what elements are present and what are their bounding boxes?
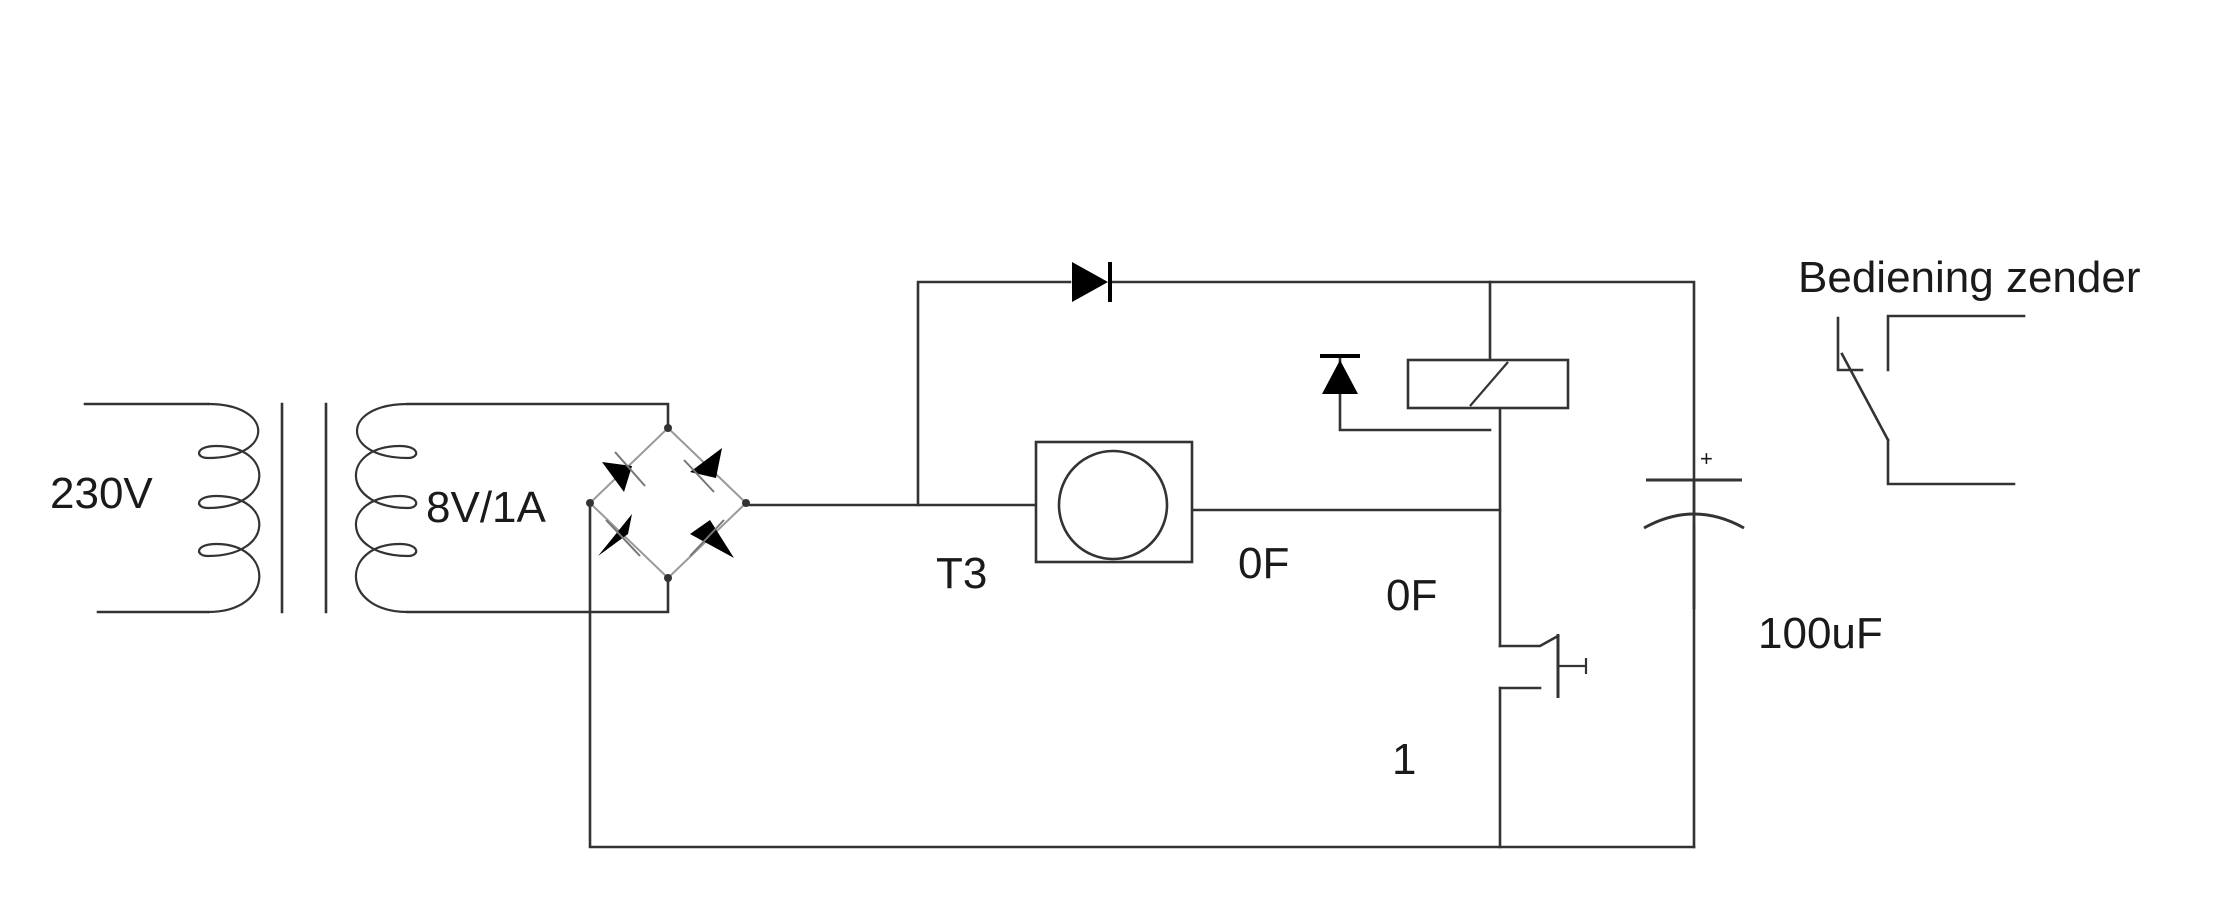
- button-label: 1: [1392, 735, 1416, 784]
- bridge-diode-4: [689, 519, 734, 558]
- push-button: [1498, 634, 1588, 698]
- wire-secondary-bottom: [406, 576, 670, 614]
- wire-top-rail: [1110, 280, 1696, 610]
- wire-secondary-top: [406, 402, 670, 430]
- capacitor-plus-sign: +: [1700, 446, 1713, 471]
- bridge-diode-3: [598, 514, 641, 557]
- switch-title: Bediening zender: [1798, 253, 2140, 302]
- capacitor: [1643, 478, 1745, 530]
- wire-bridge-negative: [588, 501, 1696, 849]
- secondary-coil: [354, 402, 418, 614]
- bridge-diode-2: [683, 448, 722, 493]
- relay-coil: [1406, 358, 1570, 410]
- bridge-rectifier: [586, 424, 750, 582]
- t3-component: [1034, 440, 1194, 564]
- bridge-diode-1: [602, 451, 646, 492]
- secondary-rating-label: 8V/1A: [426, 483, 547, 532]
- primary-voltage-label: 230V: [50, 469, 153, 518]
- flyback-diode: [1320, 354, 1360, 394]
- wire-top-loop: [916, 280, 1072, 507]
- t3-label: T3: [936, 549, 987, 598]
- relay-label: 0F: [1386, 571, 1437, 620]
- capacitor-value-label: 100uF: [1758, 609, 1883, 658]
- transformer: [83, 402, 418, 614]
- series-diode: [1072, 262, 1112, 302]
- primary-coil: [198, 402, 261, 614]
- lamp-label: 0F: [1238, 539, 1289, 588]
- control-switch: [1836, 314, 2026, 486]
